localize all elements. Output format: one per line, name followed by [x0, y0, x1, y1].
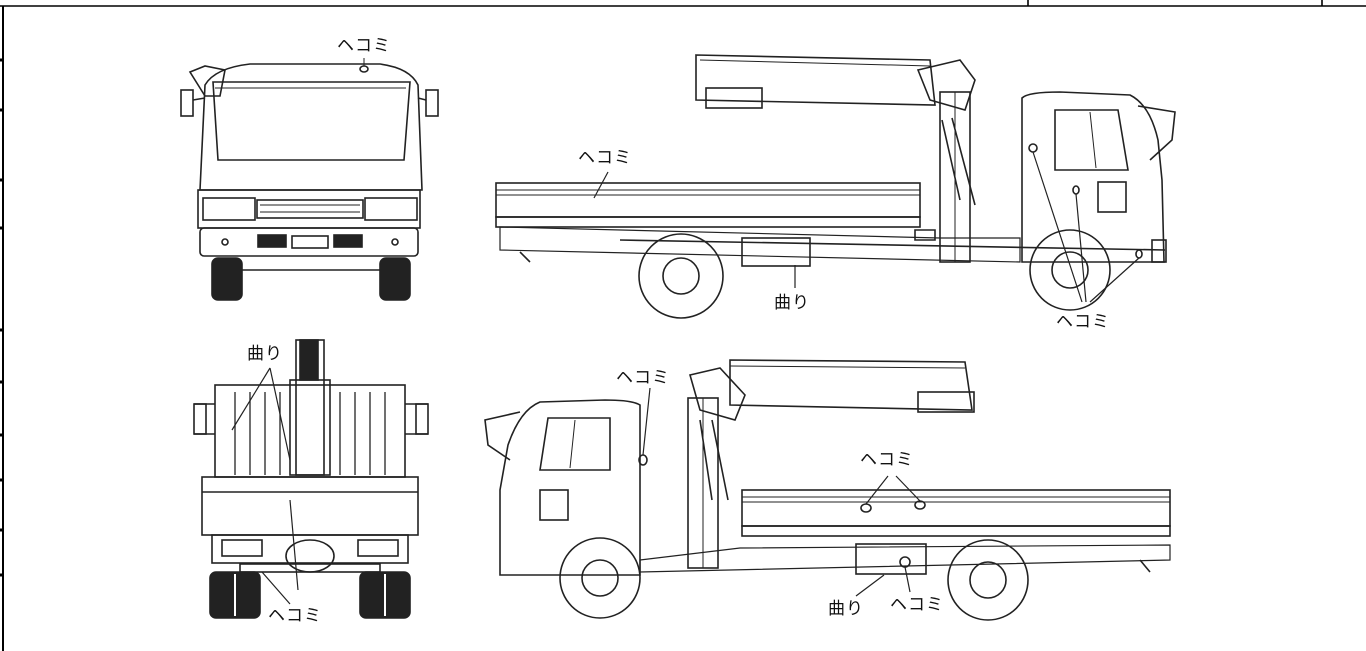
left-bed-dent-marker-1: [860, 503, 872, 513]
label-left-bed-dent: ヘコミ: [860, 450, 914, 470]
label-right-bed-dent: ヘコミ: [578, 148, 632, 168]
truck-rear-view: [193, 339, 429, 619]
label-left-cab-dent: ヘコミ: [616, 368, 670, 388]
label-left-tank-dent: ヘコミ: [890, 595, 944, 615]
label-rear-dent: ヘコミ: [268, 606, 322, 626]
right-cab-dent-marker-2: [1072, 185, 1080, 195]
label-right-bent: 曲り: [774, 293, 810, 313]
truck-left-side-view: [484, 359, 1171, 621]
label-rear-bent: 曲り: [247, 344, 283, 364]
right-bumper-dent-marker: [1135, 249, 1143, 259]
label-front-dent: ヘコミ: [337, 36, 391, 56]
right-cab-dent-marker-1: [1028, 143, 1038, 153]
label-right-cab-dent: ヘコミ: [1056, 312, 1110, 332]
label-left-bent: 曲り: [828, 599, 864, 619]
truck-right-side-view: [495, 54, 1176, 319]
front-dent-marker: [359, 65, 369, 73]
truck-front-view: [180, 58, 439, 301]
